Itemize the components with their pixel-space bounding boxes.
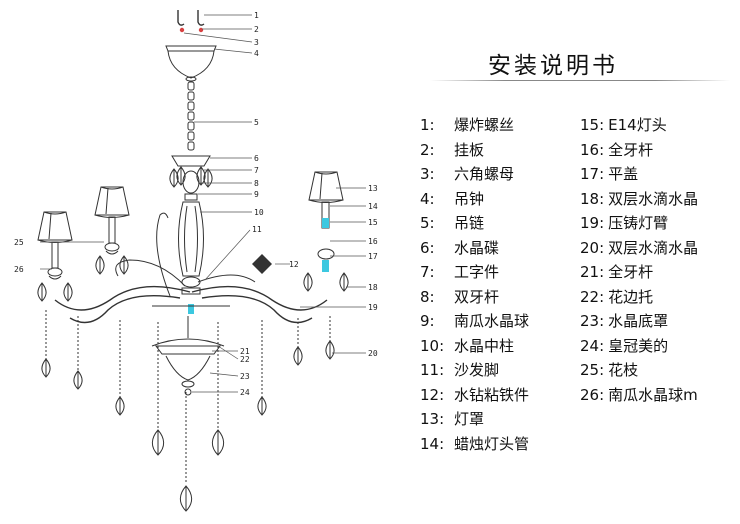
list-item: 5:吊链	[420, 214, 485, 232]
list-item: 13:灯罩	[420, 410, 485, 428]
callout-18: 18	[368, 283, 378, 292]
list-item: 22:花边托	[580, 287, 654, 306]
callout-23: 23	[240, 372, 250, 381]
callout-15: 15	[368, 218, 378, 227]
crystal-strands	[41, 310, 335, 512]
list-item: 15:E14灯头	[580, 116, 667, 134]
list-item: 23:水晶底罩	[580, 312, 669, 330]
list-item: 21:全牙杆	[580, 263, 654, 281]
list-item: 19:压铸灯臂	[580, 214, 669, 232]
callout-10: 10	[254, 208, 264, 217]
bottom-bowl	[151, 316, 225, 396]
callout-21: 21	[240, 347, 250, 356]
callout-3: 3	[254, 38, 259, 47]
rhinestone-piece	[252, 254, 272, 274]
chandelier-diagram: 1 2 3 4 5 6 7 8 9 10 11 12 13 14 15 16 1…	[14, 10, 378, 512]
parts-list-left: 1:爆炸螺丝 2:挂板 3:六角螺母 4:吊钟 5:吊链 6:水晶碟 7:工字件…	[420, 113, 529, 456]
lamp-left-outer	[37, 211, 73, 302]
callout-20: 20	[368, 349, 378, 358]
list-item: 24:皇冠美的	[580, 336, 669, 355]
callout-11: 11	[252, 225, 262, 234]
callout-14: 14	[368, 202, 378, 211]
parts-list-right: 15:E14灯头 16:全牙杆 17:平盖 18:双层水滴水晶 19:压铸灯臂 …	[580, 113, 698, 407]
list-item: 7:工字件	[420, 263, 500, 281]
lamp-right	[303, 171, 349, 292]
list-item: 6:水晶碟	[420, 238, 500, 257]
callout-1: 1	[254, 11, 259, 20]
crystal-dish	[169, 155, 213, 188]
ceiling-hooks	[177, 10, 205, 33]
callout-7: 7	[254, 166, 259, 175]
callout-19: 19	[368, 303, 378, 312]
callout-22: 22	[240, 355, 250, 364]
list-item: 18:双层水滴水晶	[580, 189, 699, 208]
list-item: 8:双牙杆	[420, 287, 500, 306]
callout-25: 25	[14, 238, 24, 247]
list-item: 4:吊钟	[420, 189, 485, 208]
list-item: 9:南瓜水晶球	[420, 312, 530, 330]
arms	[54, 212, 328, 324]
list-item: 16:全牙杆	[580, 140, 654, 159]
callout-8: 8	[254, 179, 259, 188]
list-item: 11:沙发脚	[420, 361, 500, 379]
callout-9: 9	[254, 190, 259, 199]
list-item: 1:爆炸螺丝	[420, 116, 515, 134]
list-item: 25:花枝	[580, 361, 639, 379]
callout-numbers: 1 2 3 4 5 6 7 8 9 10 11 12 13 14 15 16 1…	[14, 11, 378, 397]
callout-6: 6	[254, 154, 259, 163]
callout-26: 26	[14, 265, 24, 274]
callout-5: 5	[254, 118, 259, 127]
list-item: 2:挂板	[420, 140, 485, 159]
list-item: 20:双层水滴水晶	[580, 238, 699, 257]
list-item: 12:水钻粘铁件	[420, 385, 530, 404]
list-item: 3:六角螺母	[420, 165, 515, 183]
canopy	[165, 45, 217, 82]
title-divider	[430, 80, 730, 81]
callout-lines	[40, 14, 366, 393]
list-item: 10:水晶中柱	[420, 336, 515, 355]
callout-13: 13	[368, 184, 378, 193]
callout-2: 2	[254, 25, 259, 34]
list-item: 14:蜡烛灯头管	[420, 434, 530, 453]
callout-17: 17	[368, 252, 378, 261]
callout-16: 16	[368, 237, 378, 246]
list-item: 17:平盖	[580, 165, 639, 183]
list-item: 26:南瓜水晶球m	[580, 385, 698, 404]
chain	[187, 81, 195, 151]
lamp-left-inner	[94, 186, 130, 275]
callout-24: 24	[240, 388, 250, 397]
callout-12: 12	[289, 260, 299, 269]
central-column	[178, 170, 204, 295]
callout-4: 4	[254, 49, 259, 58]
page-title: 安装说明书	[488, 53, 618, 79]
